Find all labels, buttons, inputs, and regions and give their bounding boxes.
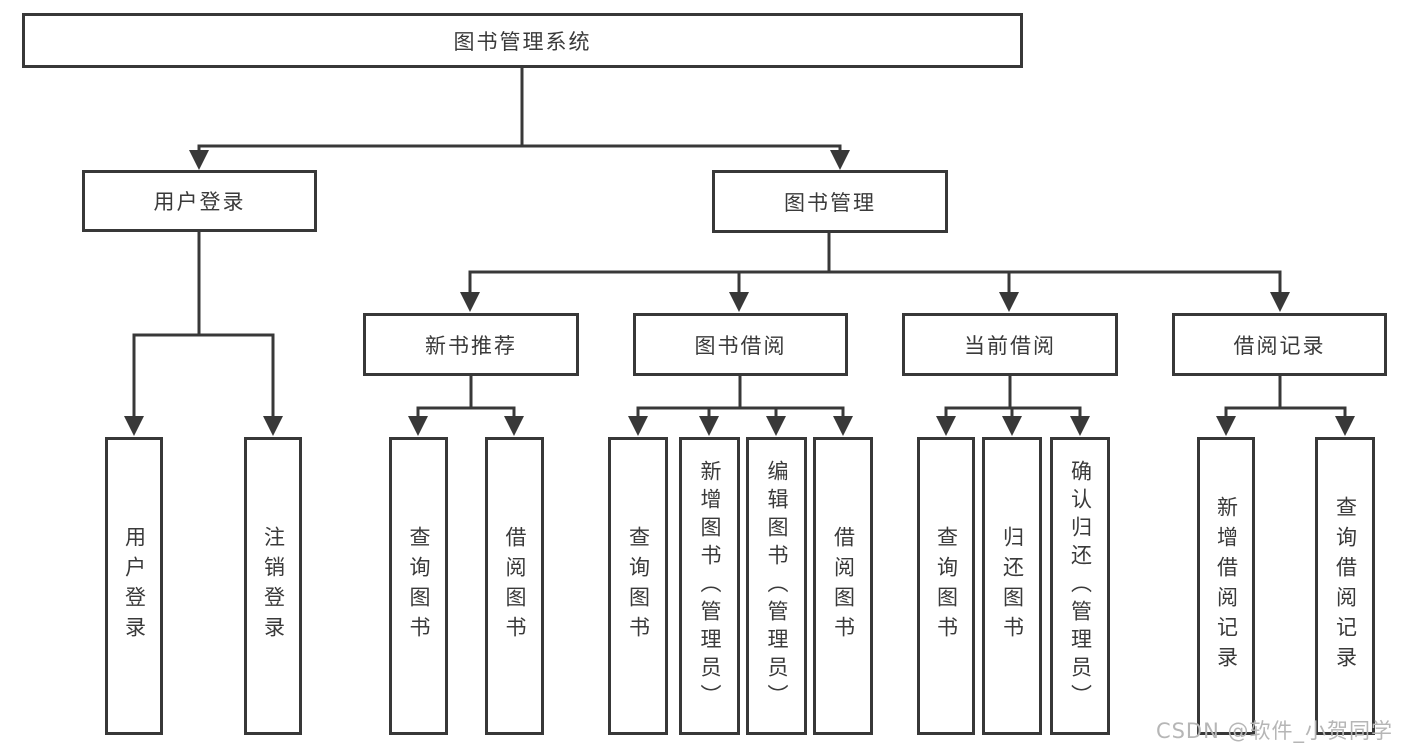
leaf-add-borrow-record: 新增借阅记录 <box>1197 437 1255 735</box>
leaf-confirm-return-admin: 确认归还（管理员） <box>1050 437 1110 735</box>
leaf-query-books-current: 查询图书 <box>917 437 975 735</box>
arrow-down-icon <box>833 416 853 436</box>
leaf-return-book: 归还图书 <box>982 437 1042 735</box>
leaf-borrow-books-recommend: 借阅图书 <box>485 437 544 735</box>
node-book-borrow: 图书借阅 <box>633 313 848 376</box>
csdn-watermark: CSDN @软件_小贺同学 <box>1155 719 1393 743</box>
arrow-down-icon <box>999 292 1019 312</box>
arrow-down-icon <box>1335 416 1355 436</box>
leaf-logout: 注销登录 <box>244 437 302 735</box>
arrow-down-icon <box>628 416 648 436</box>
arrow-down-icon <box>1270 292 1290 312</box>
leaf-borrow-books: 借阅图书 <box>813 437 873 735</box>
connector-book-management-to-level3 <box>468 231 1282 306</box>
arrow-down-icon <box>460 292 480 312</box>
node-book-management: 图书管理 <box>712 170 948 233</box>
arrow-down-icon <box>936 416 956 436</box>
arrow-down-icon <box>766 416 786 436</box>
arrow-down-icon <box>1216 416 1236 436</box>
node-borrow-records: 借阅记录 <box>1172 313 1387 376</box>
node-user-login: 用户登录 <box>82 170 317 232</box>
leaf-user-login: 用户登录 <box>105 437 163 735</box>
connector-current-borrow-to-leaves <box>944 374 1082 430</box>
arrow-down-icon <box>124 416 144 436</box>
arrow-down-icon <box>408 416 428 436</box>
node-root-system: 图书管理系统 <box>22 13 1023 68</box>
arrow-down-icon <box>699 416 719 436</box>
arrow-down-icon <box>1070 416 1090 436</box>
connector-root-to-level2 <box>197 66 842 162</box>
node-current-borrow: 当前借阅 <box>902 313 1118 376</box>
leaf-edit-book-admin: 编辑图书（管理员） <box>746 437 807 735</box>
leaf-query-books-borrow: 查询图书 <box>608 437 668 735</box>
arrow-down-icon <box>830 150 850 170</box>
arrow-down-icon <box>504 416 524 436</box>
arrow-down-icon <box>263 416 283 436</box>
arrow-down-icon <box>729 292 749 312</box>
leaf-query-books-recommend: 查询图书 <box>389 437 448 735</box>
node-new-book-recommend: 新书推荐 <box>363 313 579 376</box>
arrow-down-icon <box>1002 416 1022 436</box>
leaf-add-book-admin: 新增图书（管理员） <box>679 437 740 735</box>
arrow-down-icon <box>189 150 209 170</box>
connector-user-login-to-leaves <box>132 230 275 430</box>
connector-book-borrow-to-leaves <box>636 374 845 430</box>
leaf-query-borrow-record: 查询借阅记录 <box>1315 437 1375 735</box>
connector-borrow-records-to-leaves <box>1224 374 1347 430</box>
connector-new-book-to-leaves <box>416 374 516 430</box>
